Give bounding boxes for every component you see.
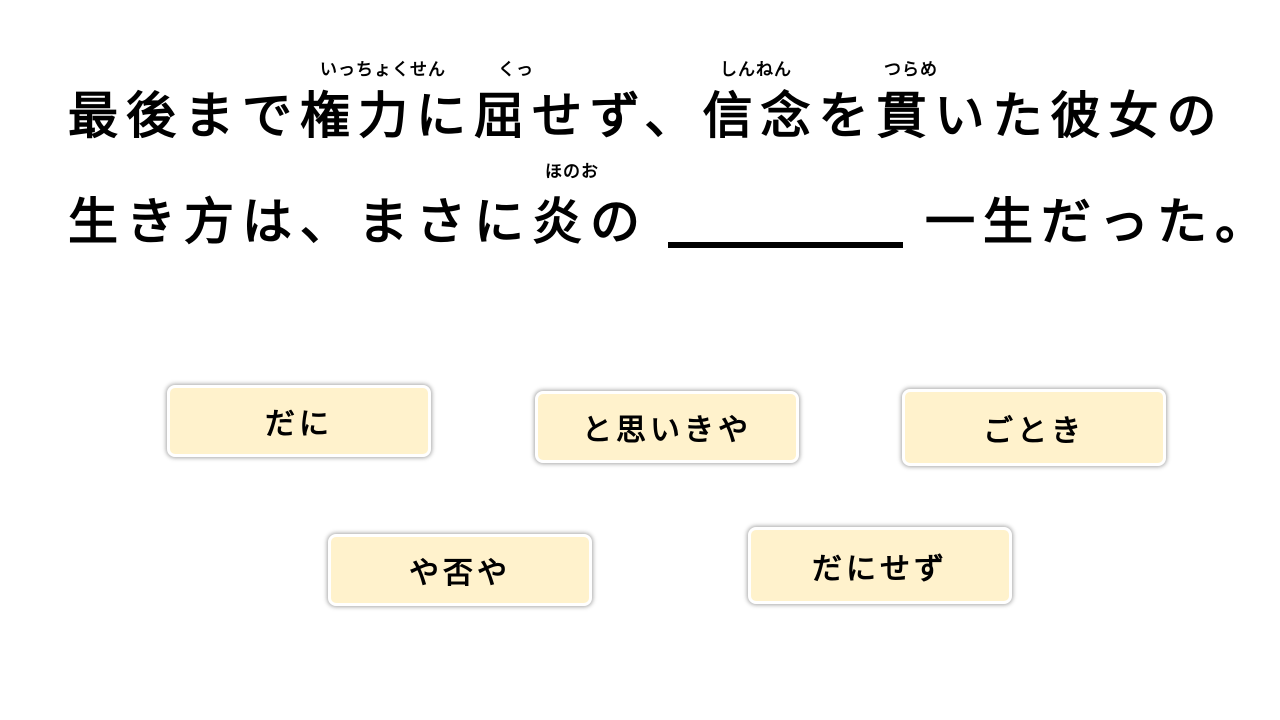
question-line-2-after-blank: 一生だった。 bbox=[925, 193, 1273, 251]
choice-button-dani-sezu[interactable]: だにせず bbox=[748, 527, 1012, 604]
choice-button-gotoki[interactable]: ごとき bbox=[902, 389, 1166, 466]
answer-blank bbox=[668, 242, 903, 248]
question-line-2-before-blank: 生き方は、まさに炎の bbox=[68, 193, 648, 251]
choice-button-dani[interactable]: だに bbox=[167, 385, 431, 457]
choice-button-ya-inaya[interactable]: や否や bbox=[328, 534, 592, 606]
question-line-1: 最後まで権力に屈せず、信念を貫いた彼女の bbox=[68, 87, 1225, 145]
furigana-kussezu: くっ bbox=[498, 60, 534, 80]
furigana-honoo: ほのお bbox=[545, 162, 599, 182]
furigana-shinnen: しんねん bbox=[720, 60, 792, 80]
furigana-kenryoku: いっちょくせん bbox=[320, 60, 446, 80]
furigana-tsuranuita: つらめ bbox=[884, 60, 938, 80]
choice-button-to-omoikiya[interactable]: と思いきや bbox=[535, 391, 799, 463]
